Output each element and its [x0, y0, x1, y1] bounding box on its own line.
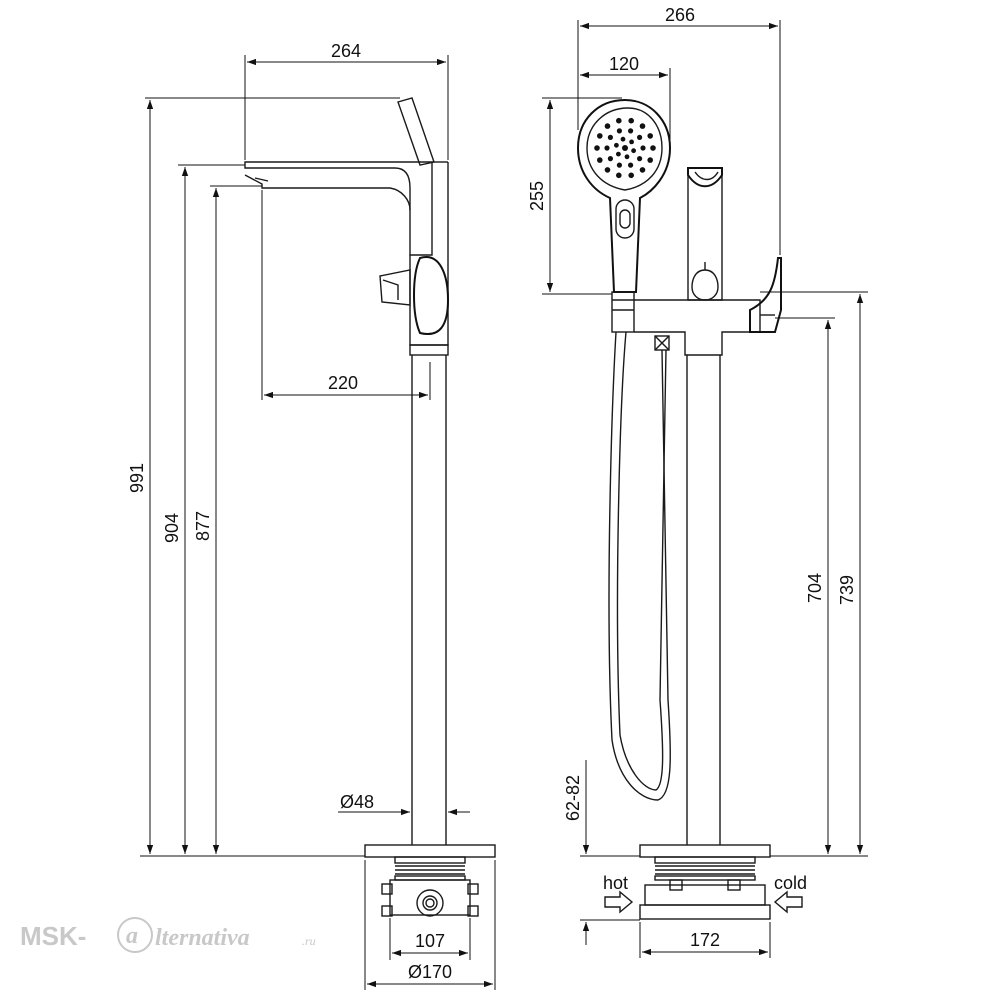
nozzle-dot: [604, 123, 611, 129]
right-view-faucet: hot cold: [576, 98, 807, 920]
nozzle-dot: [616, 128, 623, 134]
nozzle-dot: [650, 145, 656, 151]
nozzle-dot: [604, 145, 610, 151]
dim-107: 107: [415, 931, 445, 951]
dim-264: 264: [331, 41, 361, 61]
dim-62-82: 62-82: [563, 775, 583, 821]
dim-d170: Ø170: [408, 962, 452, 982]
nozzle-dot: [637, 156, 643, 162]
nozzle-dot: [628, 172, 634, 179]
nozzle-dot: [628, 128, 634, 134]
dim-904: 904: [162, 513, 182, 543]
right-view-dimensions: 266 120 255 739 704 62-82 172: [527, 5, 868, 958]
nozzle-dot: [597, 157, 603, 163]
dim-d48: Ø48: [340, 792, 374, 812]
svg-text:.ru: .ru: [302, 934, 316, 948]
nozzle-dot: [629, 139, 634, 145]
cold-label: cold: [774, 873, 807, 893]
svg-text:MSK-: MSK-: [20, 921, 86, 951]
nozzle-dot: [622, 145, 628, 151]
dim-255: 255: [527, 181, 547, 211]
svg-text:a: a: [126, 923, 138, 949]
nozzle-dot: [637, 134, 643, 140]
nozzle-dot: [604, 167, 611, 173]
watermark-logo: MSK- a lternativa .ru: [20, 917, 316, 953]
dim-120: 120: [609, 54, 639, 74]
nozzle-dot: [647, 133, 653, 139]
dim-704: 704: [805, 573, 825, 603]
hot-label: hot: [603, 873, 628, 893]
left-view-dimensions: 264 220 991 904 877 Ø48 107 Ø170: [127, 41, 496, 990]
dim-991: 991: [127, 463, 147, 493]
nozzle-dot: [616, 162, 623, 168]
dim-220: 220: [328, 373, 358, 393]
nozzle-dot: [631, 148, 636, 154]
nozzle-dot: [614, 142, 619, 148]
nozzle-dot: [647, 157, 653, 163]
nozzle-dot: [640, 145, 646, 151]
nozzle-dot: [628, 117, 634, 124]
shower-nozzle-dots: [594, 117, 656, 179]
svg-text:lternativa: lternativa: [155, 925, 250, 951]
dim-877: 877: [193, 511, 213, 541]
nozzle-dot: [639, 167, 646, 173]
left-view-faucet: [244, 97, 496, 917]
nozzle-dot: [624, 154, 630, 160]
nozzle-dot: [628, 162, 634, 168]
nozzle-dot: [616, 172, 622, 179]
nozzle-dot: [597, 133, 603, 139]
dim-172: 172: [690, 930, 720, 950]
nozzle-dot: [620, 136, 626, 142]
dim-266: 266: [665, 5, 695, 25]
nozzle-dot: [594, 145, 600, 151]
nozzle-dot: [616, 117, 622, 124]
nozzle-dot: [616, 151, 621, 157]
dim-739: 739: [837, 575, 857, 605]
nozzle-dot: [639, 123, 646, 129]
nozzle-dot: [607, 156, 614, 162]
nozzle-dot: [607, 134, 614, 140]
